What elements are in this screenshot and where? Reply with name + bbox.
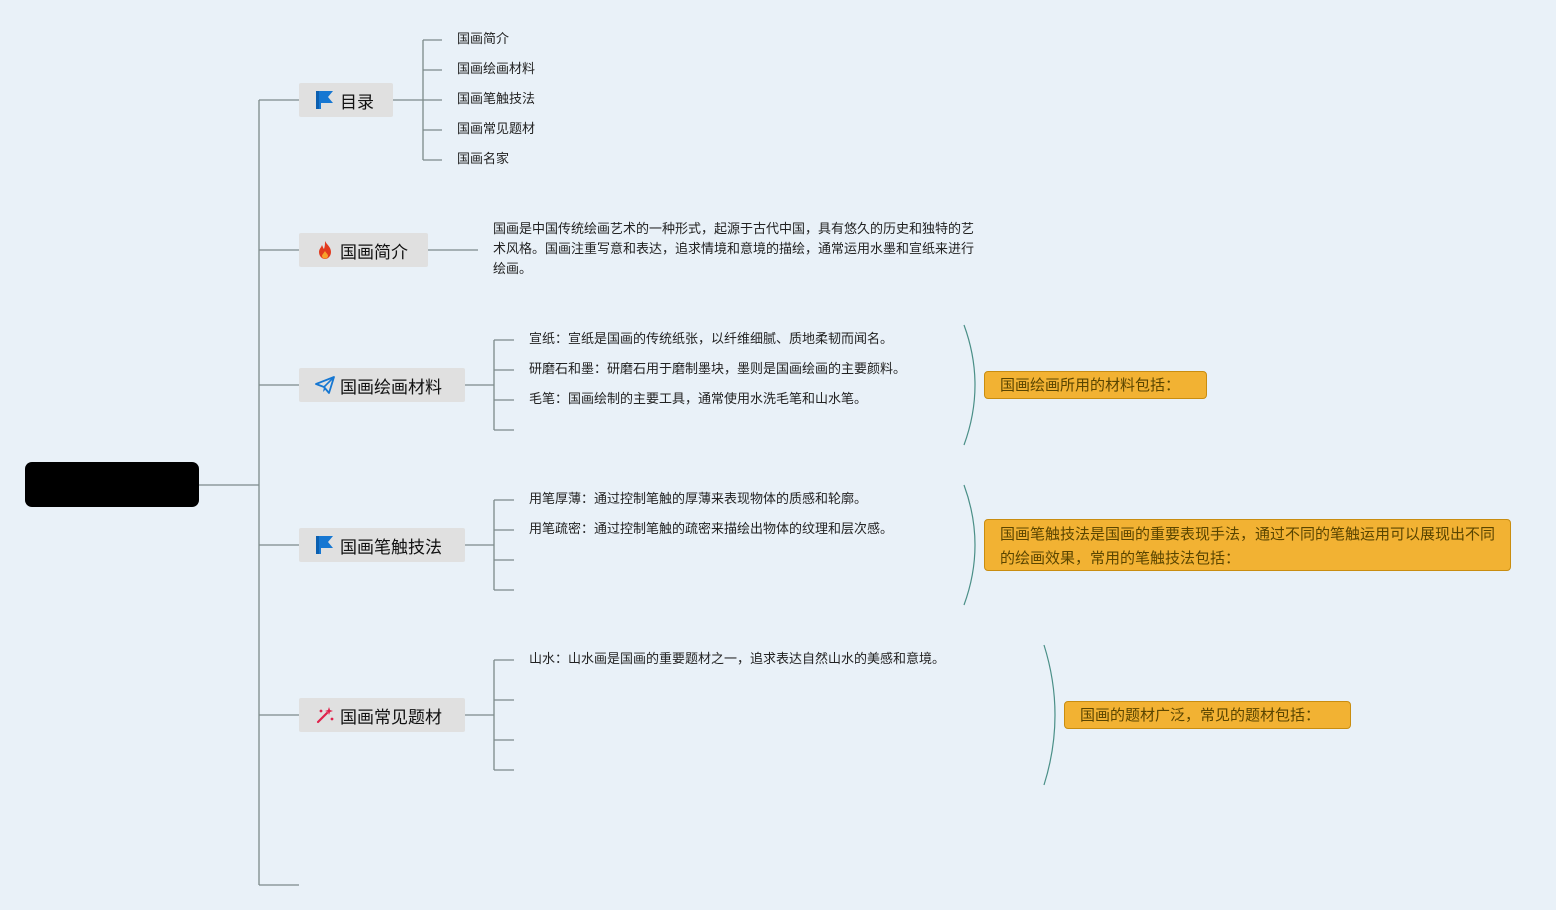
fire-icon	[315, 240, 335, 260]
topic-intro-label: 国画简介	[340, 242, 408, 263]
topic-toc-label: 目录	[340, 92, 374, 113]
summary-materials[interactable]: 国画绘画所用的材料包括：	[984, 371, 1207, 399]
root-topic[interactable]	[25, 462, 199, 507]
toc-item-subjects[interactable]: 国画常见题材	[457, 122, 536, 137]
summary-brushwork-label: 国画笔触技法是国画的重要表现手法，通过不同的笔触运用可以展现出不同的绘画效果，常…	[1000, 525, 1496, 567]
materials-item-brush[interactable]: 毛笔：国画绘制的主要工具，通常使用水洗毛笔和山水笔。	[529, 392, 868, 407]
topic-brushwork-label: 国画笔触技法	[340, 537, 442, 558]
topic-subjects[interactable]: 国画常见题材	[299, 698, 465, 732]
toc-item-materials[interactable]: 国画绘画材料	[457, 62, 536, 77]
subjects-item-landscape[interactable]: 山水：山水画是国画的重要题材之一，追求表达自然山水的美感和意境。	[529, 652, 946, 667]
toc-item-masters[interactable]: 国画名家	[457, 152, 510, 167]
topic-brushwork[interactable]: 国画笔触技法	[299, 528, 465, 562]
topic-subjects-label: 国画常见题材	[340, 707, 442, 728]
intro-text[interactable]: 国画是中国传统绘画艺术的一种形式，起源于古代中国，具有悠久的历史和独特的艺术风格…	[493, 222, 975, 277]
topic-toc[interactable]: 目录	[299, 83, 393, 117]
materials-item-xuan-paper[interactable]: 宣纸：宣纸是国画的传统纸张，以纤维细腻、质地柔韧而闻名。	[529, 332, 894, 347]
summary-subjects[interactable]: 国画的题材广泛，常见的题材包括：	[1064, 701, 1351, 729]
summary-brushwork[interactable]: 国画笔触技法是国画的重要表现手法，通过不同的笔触运用可以展现出不同的绘画效果，常…	[984, 519, 1511, 571]
summary-materials-label: 国画绘画所用的材料包括：	[1000, 376, 1181, 394]
summary-bracket-subjects	[1043, 644, 1056, 786]
brushwork-item-thickness[interactable]: 用笔厚薄：通过控制笔触的厚薄来表现物体的质感和轮廓。	[529, 492, 868, 507]
summary-bracket-brushwork	[963, 484, 976, 606]
flag-icon	[315, 90, 335, 110]
sparkle-icon	[315, 705, 335, 725]
topic-intro[interactable]: 国画简介	[299, 233, 428, 267]
topic-materials[interactable]: 国画绘画材料	[299, 368, 465, 402]
paper-plane-icon	[315, 375, 335, 395]
flag-icon	[315, 535, 335, 555]
summary-bracket-materials	[963, 324, 976, 446]
materials-item-inkstone[interactable]: 研磨石和墨：研磨石用于磨制墨块，墨则是国画绘画的主要颜料。	[529, 362, 907, 377]
brushwork-item-density[interactable]: 用笔疏密：通过控制笔触的疏密来描绘出物体的纹理和层次感。	[529, 522, 894, 537]
toc-item-brushwork[interactable]: 国画笔触技法	[457, 92, 536, 107]
summary-subjects-label: 国画的题材广泛，常见的题材包括：	[1080, 706, 1321, 724]
topic-materials-label: 国画绘画材料	[340, 377, 442, 398]
toc-item-intro[interactable]: 国画简介	[457, 32, 510, 47]
